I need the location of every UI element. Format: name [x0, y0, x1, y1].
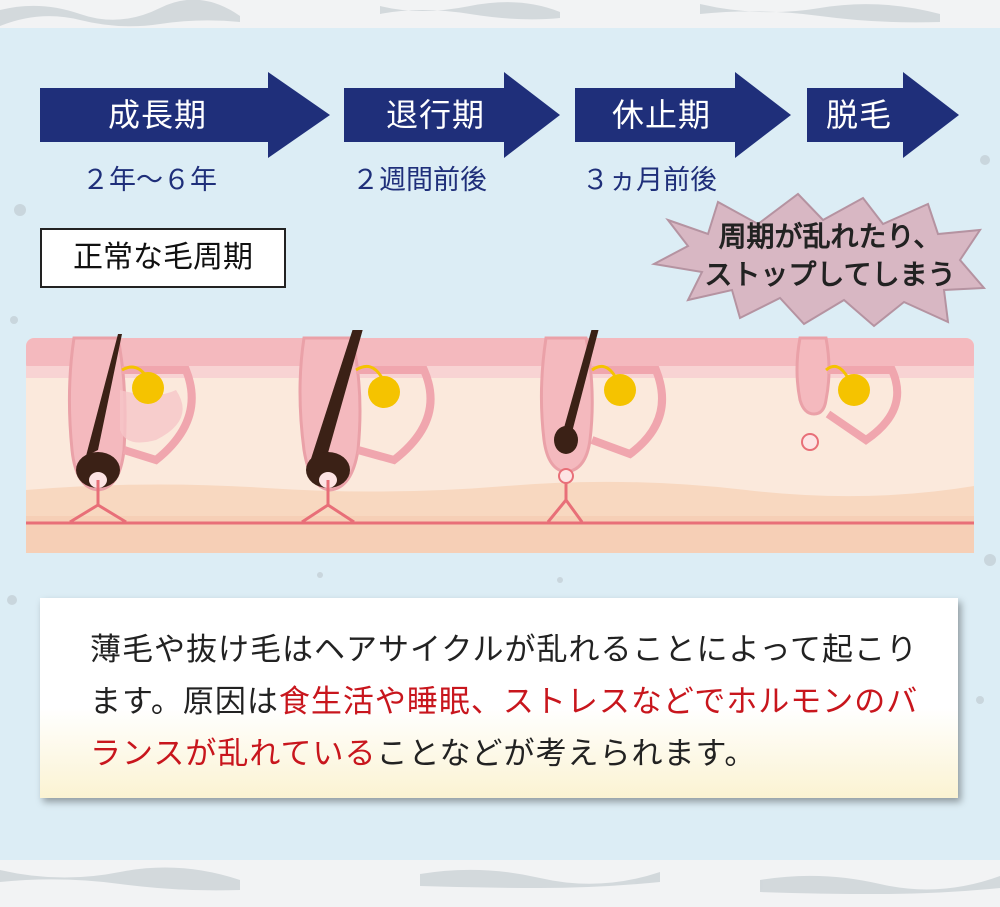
skin-cross-section	[26, 330, 974, 555]
normal-cycle-label: 正常な毛周期	[40, 228, 286, 288]
explanation-text: 薄毛や抜け毛はヘアサイクルが乱れることによって起こります。原因は食生活や睡眠、ス…	[90, 624, 930, 780]
phase-label-regression: 退行期	[386, 72, 485, 158]
phase-label-shedding: 脱毛	[826, 72, 892, 158]
phase-duration-growth: ２年〜６年	[82, 158, 217, 197]
disruption-note: 周期が乱れたり、 ストップしてしまう	[690, 218, 970, 294]
explanation-part3: ことなどが考えられます。	[376, 736, 756, 772]
phase-label-growth: 成長期	[108, 72, 207, 158]
explanation-box: 薄毛や抜け毛はヘアサイクルが乱れることによって起こります。原因は食生活や睡眠、ス…	[40, 598, 958, 798]
disruption-note-line1: 周期が乱れたり、	[690, 218, 970, 256]
phase-label-resting: 休止期	[612, 72, 711, 158]
phase-duration-regression: ２週間前後	[352, 158, 487, 197]
disruption-note-line2: ストップしてしまう	[690, 256, 970, 294]
